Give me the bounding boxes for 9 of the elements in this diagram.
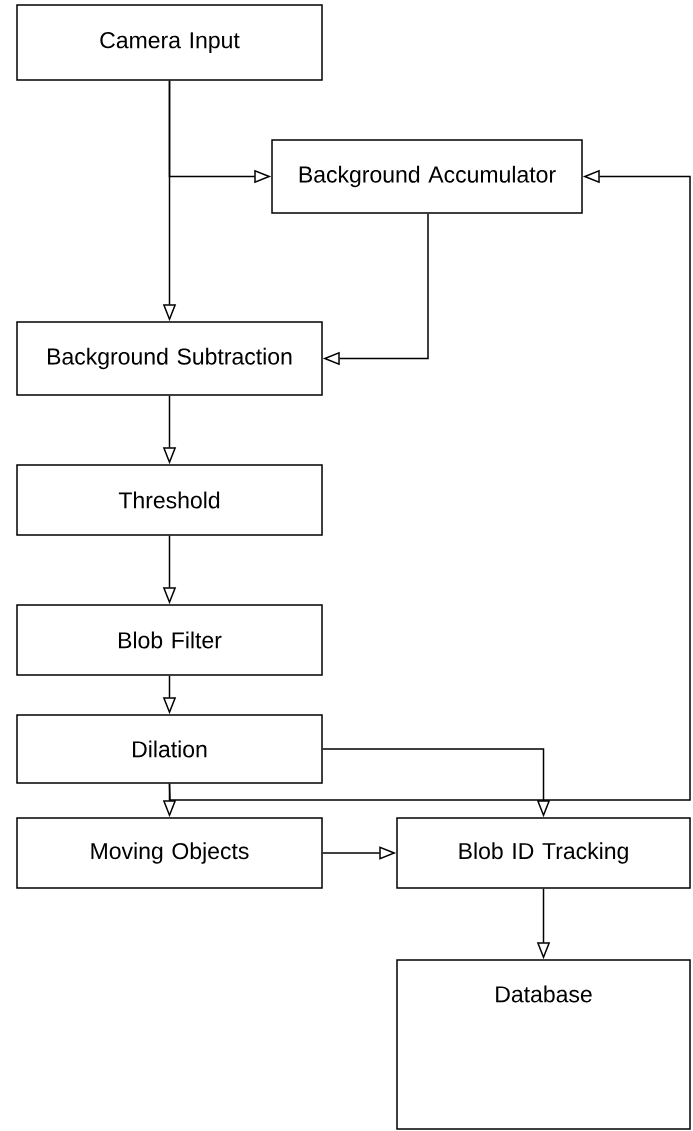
process-box: Background Subtraction bbox=[16, 321, 323, 396]
process-box: Blob ID Tracking bbox=[396, 817, 691, 889]
process-box: Threshold bbox=[16, 464, 323, 536]
process-box: Dilation bbox=[16, 714, 323, 784]
process-box: Camera Input bbox=[16, 4, 323, 81]
process-box: Moving Objects bbox=[16, 817, 323, 889]
process-box: Database bbox=[396, 959, 691, 1130]
process-box: Background Accumulator bbox=[271, 139, 583, 214]
process-box: Blob Filter bbox=[16, 604, 323, 676]
